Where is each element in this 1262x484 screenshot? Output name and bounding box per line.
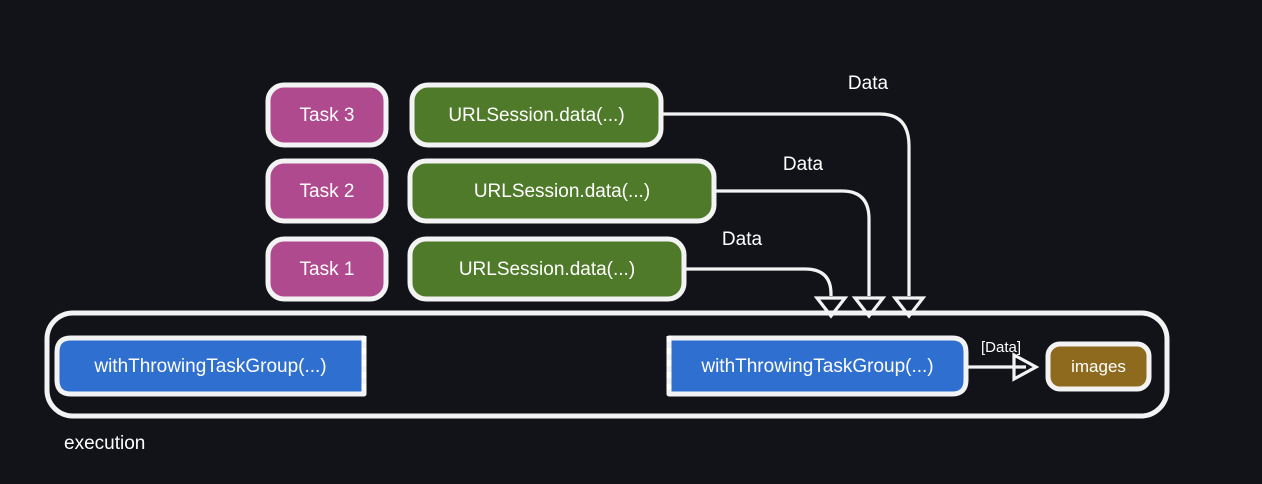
execution-container (44, 310, 1170, 419)
task-node-task3[interactable]: Task 3 (265, 82, 389, 148)
edge-label: Data (783, 154, 824, 175)
task-nodes-layer: Task 3 Task 2 Task 1 (265, 82, 389, 302)
urlsession-nodes-layer: URLSession.data(...) URLSession.data(...)… (407, 82, 717, 302)
task-node-box[interactable] (265, 158, 389, 224)
urlsession-node-label: URLSession.data(...) (459, 259, 635, 280)
task-node-box[interactable] (265, 82, 389, 148)
task-node-task2[interactable]: Task 2 (265, 158, 389, 224)
arrow-head-icon (851, 296, 887, 319)
arrow-head-icon (1012, 352, 1040, 382)
arrow-head-icon (813, 296, 849, 319)
edge-line (716, 189, 871, 296)
edge-line (686, 267, 833, 296)
urlsession-node-box[interactable] (407, 236, 687, 302)
taskgroup-node-group-right[interactable]: withThrowingTaskGroup(...) (666, 335, 969, 397)
edge-edge-images: [Data] (966, 339, 1040, 382)
taskgroup-label: withThrowingTaskGroup(...) (93, 356, 326, 377)
output-node-box[interactable] (1045, 341, 1152, 392)
urlsession-node-call1[interactable]: URLSession.data(...) (407, 236, 687, 302)
urlsession-node-box[interactable] (407, 158, 717, 224)
task-node-label: Task 1 (300, 259, 355, 280)
edge-label: [Data] (981, 339, 1021, 356)
taskgroup-box[interactable] (666, 335, 969, 397)
edge-label: Data (848, 73, 889, 94)
output-node-images[interactable]: images (1045, 341, 1152, 392)
edge-line (663, 112, 911, 296)
edge-edge-data-3: Data (663, 73, 927, 319)
task-node-task1[interactable]: Task 1 (265, 236, 389, 302)
urlsession-node-box[interactable] (409, 82, 664, 148)
edge-edge-data-1: Data (686, 229, 849, 319)
output-nodes-layer: images (1045, 341, 1152, 392)
taskgroup-label: withThrowingTaskGroup(...) (700, 356, 933, 377)
task-node-box[interactable] (265, 236, 389, 302)
taskgroup-box[interactable] (54, 335, 367, 397)
arrow-head-icon (891, 296, 927, 319)
execution-label: execution (64, 433, 145, 454)
task-node-label: Task 3 (300, 105, 355, 126)
urlsession-node-label: URLSession.data(...) (474, 181, 650, 202)
urlsession-node-label: URLSession.data(...) (448, 105, 624, 126)
urlsession-node-call3[interactable]: URLSession.data(...) (409, 82, 664, 148)
taskgroup-nodes-layer: withThrowingTaskGroup(...) withThrowingTa… (54, 335, 969, 397)
edge-label: Data (722, 229, 763, 250)
taskgroup-node-group-left[interactable]: withThrowingTaskGroup(...) (54, 335, 367, 397)
task-node-label: Task 2 (300, 181, 355, 202)
output-node-label: images (1071, 357, 1126, 376)
urlsession-node-call2[interactable]: URLSession.data(...) (407, 158, 717, 224)
edge-edge-data-2: Data (716, 154, 887, 319)
